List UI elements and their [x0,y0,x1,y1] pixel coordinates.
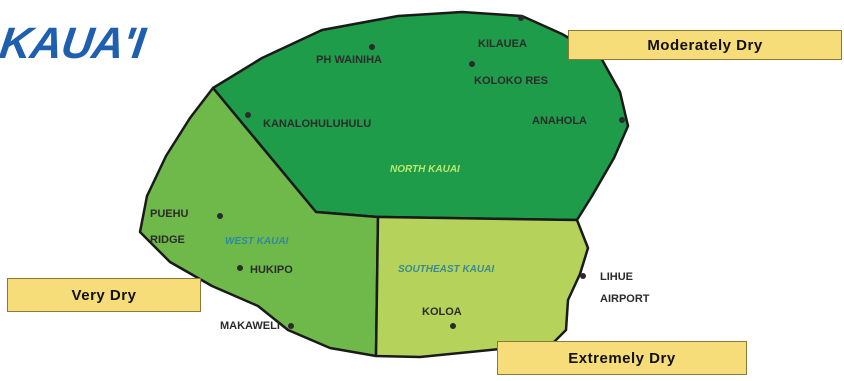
place-label-anahola: ANAHOLA [532,115,587,127]
marker-koloa [450,323,456,329]
marker-koloko-res [469,61,475,67]
marker-kilauea [518,15,524,21]
place-label-lihue: LIHUE [600,271,633,283]
place-label-kilauea: KILAUEA [478,38,527,50]
place-label-airport: AIRPORT [600,293,650,305]
place-label-kanalohuluhulu: KANALOHULUHULU [263,118,371,130]
place-label-ph-wainiha: PH WAINIHA [316,54,382,66]
place-label-koloko-res: KOLOKO RES [474,75,548,87]
place-label-koloa: KOLOA [422,306,462,318]
legend-extremely-dry: Extremely Dry [497,341,747,375]
region-southeast-kauai [374,215,590,359]
place-label-ridge: RIDGE [150,234,185,246]
place-label-hukipo: HUKIPO [250,264,293,276]
place-label-makaweli: MAKAWELI [220,320,280,332]
marker-hukipo [237,265,243,271]
marker-lihue-airport [580,273,586,279]
marker-puehu-ridge [217,213,223,219]
marker-kanalohuluhulu [245,112,251,118]
marker-anahola [619,117,625,123]
legend-very-dry: Very Dry [7,278,201,312]
marker-ph-wainiha [369,44,375,50]
region-label-southeast: SOUTHEAST KAUAI [398,264,494,275]
legend-moderately-dry: Moderately Dry [568,30,842,60]
place-label-puehu: PUEHU [150,208,189,220]
region-label-north: NORTH KAUAI [390,164,460,175]
region-label-west: WEST KAUAI [225,236,289,247]
marker-makaweli [288,323,294,329]
